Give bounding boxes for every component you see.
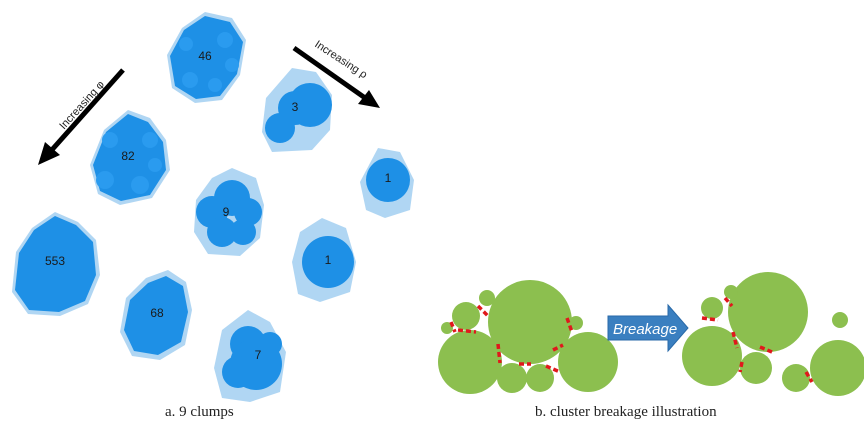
caption-panel-a: a. 9 clumps [165, 404, 234, 420]
clump-label-9: 9 [223, 205, 230, 219]
caption-panel-b: b. cluster breakage illustration [535, 404, 717, 420]
clump-label-3: 3 [292, 100, 299, 114]
arrow-label-rho: Increasing ρ [312, 38, 369, 81]
broken-cluster [682, 272, 864, 396]
breakage-label: Breakage [613, 321, 677, 338]
clump-46: 46 [167, 12, 246, 103]
clump-553: 553 [12, 212, 100, 316]
panel-a-clumps: Increasing φ Increasing ρ 46 3 [12, 12, 414, 402]
clump-label-46: 46 [198, 49, 212, 63]
clump-label-7: 7 [255, 348, 262, 362]
broken-bonds [701, 296, 814, 383]
arrow-label-phi: Increasing φ [57, 79, 107, 132]
clump-1-top: 1 [360, 148, 414, 218]
clump-3: 3 [262, 68, 332, 152]
clump-68: 68 [120, 270, 192, 360]
clump-label-82: 82 [121, 149, 135, 163]
clump-label-1-mid: 1 [325, 253, 332, 267]
clump-label-1-top: 1 [385, 171, 392, 185]
clump-1-mid: 1 [292, 218, 356, 302]
clump-label-553: 553 [45, 254, 65, 268]
intact-bonds [449, 304, 574, 374]
panel-b-breakage: Breakage [438, 272, 864, 396]
breakage-arrow: Breakage [607, 303, 689, 353]
intact-cluster [438, 280, 618, 394]
clump-7: 7 [214, 310, 286, 402]
clump-label-68: 68 [150, 306, 164, 320]
clump-9: 9 [194, 168, 264, 256]
clump-82: 82 [90, 110, 170, 205]
